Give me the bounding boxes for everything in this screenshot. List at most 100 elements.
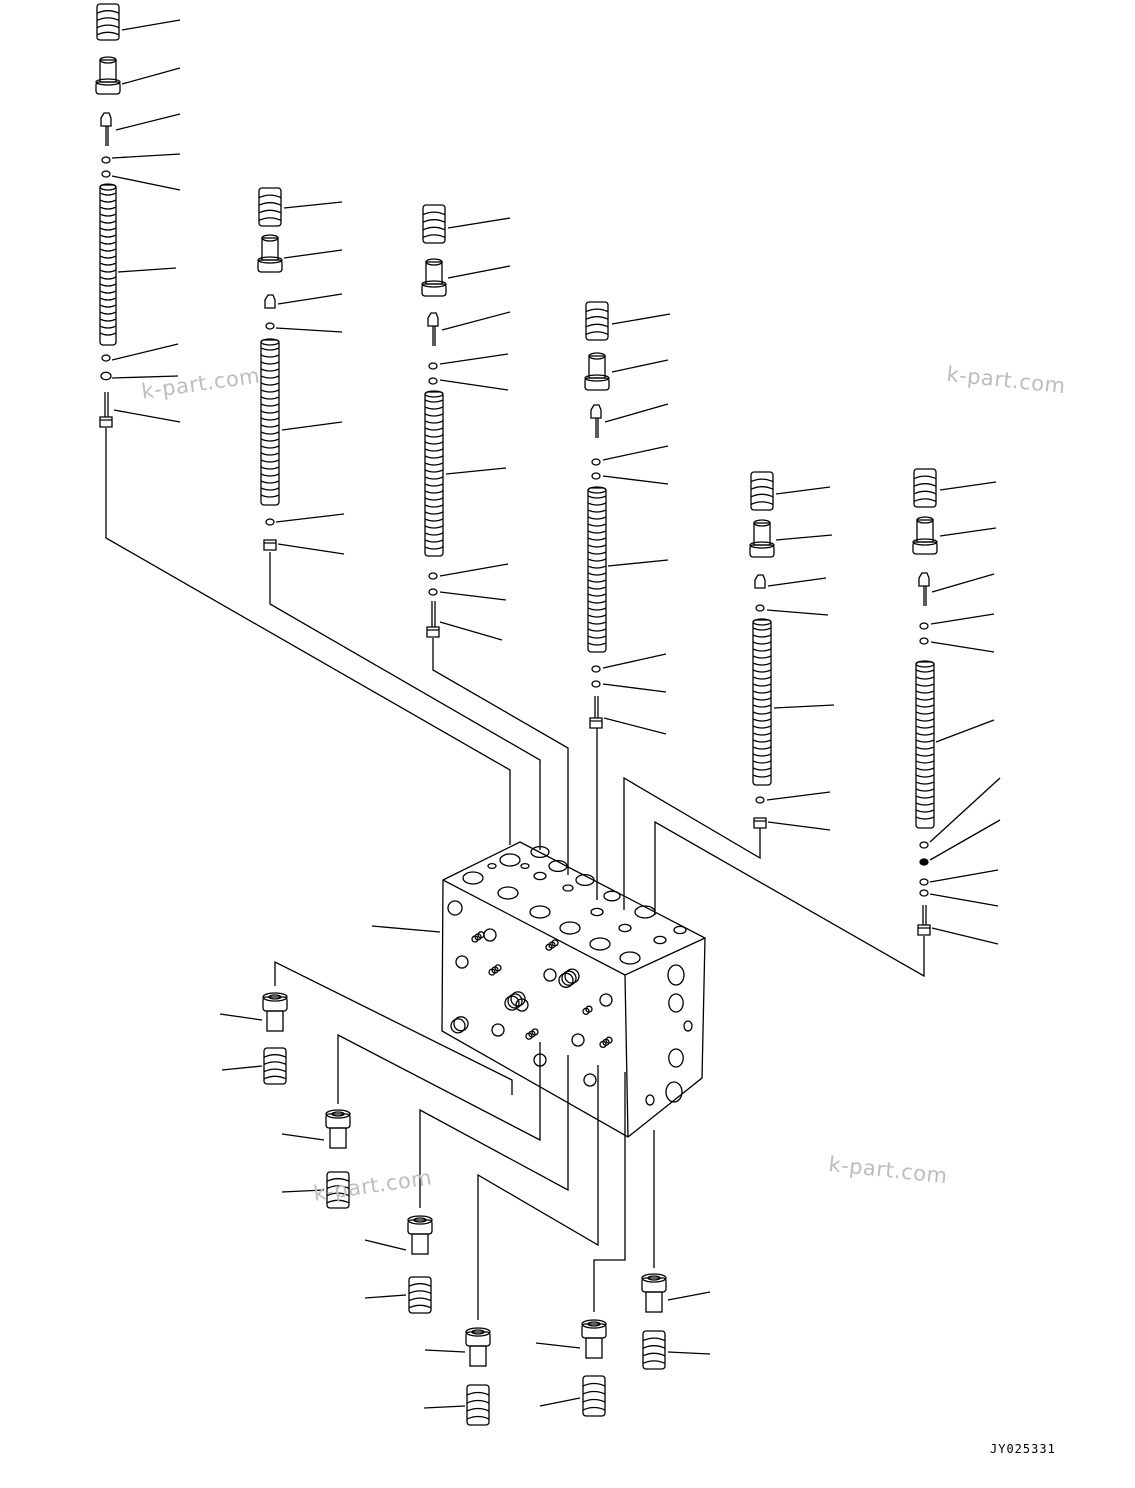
leader-line (117, 267, 177, 273)
leader-line (602, 653, 667, 669)
spool-icon (260, 338, 280, 506)
spring-icon (750, 471, 774, 511)
connection-line (623, 776, 761, 910)
leader-line (611, 313, 671, 325)
spool-icon (587, 486, 607, 653)
o-ring-icon (591, 472, 601, 480)
leader-line (767, 821, 831, 831)
leader-line (604, 403, 669, 423)
o-ring-icon (428, 377, 438, 385)
leader-line (602, 475, 669, 485)
pin-icon (427, 312, 439, 346)
o-ring-icon (919, 841, 929, 849)
leader-line (441, 311, 511, 331)
plug-icon (912, 516, 938, 555)
plug-icon (917, 905, 931, 936)
leader-line (111, 175, 181, 191)
connection-line (274, 960, 513, 1095)
leader-line (113, 409, 181, 423)
leader-line (766, 791, 831, 801)
plug-icon (262, 992, 288, 1032)
plug-icon (257, 234, 283, 273)
leader-line (439, 379, 509, 391)
connection-line (337, 1033, 541, 1142)
spring-icon (913, 468, 937, 508)
leader-line (121, 19, 181, 31)
leader-line (667, 1351, 711, 1355)
leader-line (931, 927, 999, 945)
spool-icon (99, 183, 117, 346)
pin-icon (590, 404, 602, 438)
plug-icon (421, 258, 447, 297)
pin-icon (264, 294, 276, 309)
spool-icon (752, 618, 772, 786)
plug-icon (407, 1215, 433, 1255)
leader-line (766, 609, 829, 616)
o-ring-icon (591, 458, 601, 466)
leader-line (121, 67, 181, 85)
leader-line (929, 777, 1001, 843)
leader-line (281, 1189, 325, 1193)
leader-line (439, 591, 507, 601)
leader-line (115, 113, 181, 131)
pin-icon (100, 112, 112, 146)
leader-line (602, 683, 667, 693)
plug-icon (99, 392, 113, 428)
o-ring-icon (428, 572, 438, 580)
spring-icon (642, 1330, 666, 1370)
spring-icon (582, 1375, 606, 1417)
leader-line (111, 343, 179, 361)
plug-icon (325, 1109, 351, 1149)
leader-line (773, 704, 835, 709)
leader-line (364, 1239, 407, 1251)
leader-line (929, 819, 1001, 861)
spring-icon (96, 3, 120, 41)
plug-icon (263, 539, 277, 551)
plug-icon (641, 1273, 667, 1313)
o-ring-icon (101, 354, 111, 362)
plug-icon (589, 696, 603, 729)
plug-icon (581, 1319, 607, 1359)
leader-line (930, 613, 995, 625)
spring-icon (422, 204, 446, 244)
spring-icon (258, 187, 282, 227)
o-ring-icon (755, 604, 765, 612)
leader-line (281, 421, 343, 431)
leader-line (447, 265, 511, 279)
leader-line (275, 327, 343, 333)
o-ring-icon (101, 156, 111, 164)
connection-line (477, 1065, 599, 1320)
connection-line (432, 638, 569, 875)
leader-line (939, 481, 997, 491)
leader-line (611, 359, 669, 373)
spool-icon (424, 390, 444, 557)
o-ring-icon (591, 665, 601, 673)
o-ring-icon (428, 588, 438, 596)
leader-line (535, 1342, 581, 1349)
leader-line (539, 1397, 581, 1407)
leader-line (275, 513, 345, 523)
leader-line (221, 1065, 263, 1071)
leader-line (607, 559, 669, 567)
leader-line (447, 217, 511, 229)
o-ring-icon (919, 889, 929, 897)
leader-line (930, 641, 995, 653)
o-ring-icon (428, 362, 438, 370)
valve-body-icon (441, 841, 706, 1138)
o-ring-icon (919, 878, 929, 886)
leader-line (439, 563, 509, 577)
drawing-code: JY025331 (990, 1442, 1056, 1456)
leader-line (111, 375, 179, 379)
spring-icon (408, 1276, 432, 1314)
leader-line (602, 445, 669, 461)
leader-line (364, 1294, 407, 1299)
connection-line (654, 820, 925, 978)
leader-line (371, 925, 441, 933)
o-ring-icon (265, 322, 275, 330)
leader-line (281, 1133, 325, 1141)
leader-line (931, 573, 995, 593)
connection-line (593, 1072, 626, 1312)
connection-line (269, 552, 541, 850)
